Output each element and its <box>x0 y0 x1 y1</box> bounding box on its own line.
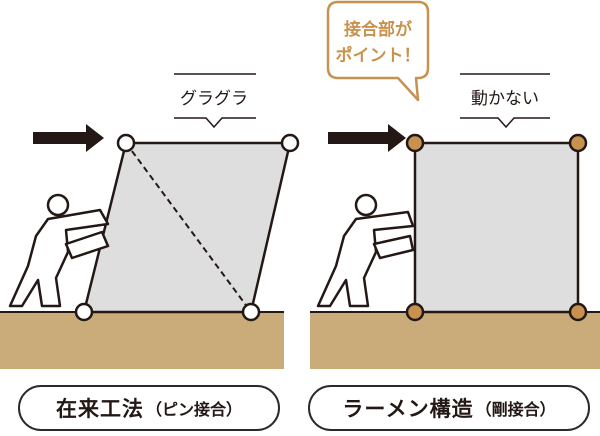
caption-left-sub: （ピン接合） <box>145 400 242 419</box>
ground-right <box>310 312 600 369</box>
callout-left-text: グラグラ <box>180 89 248 109</box>
callout-left: グラグラ <box>174 73 256 129</box>
racked-wall <box>82 141 292 314</box>
speech-balloon: 接合部が ポイント！ <box>326 0 430 102</box>
rigid-joint-bottom-left <box>405 302 425 322</box>
person-pushing-left <box>8 193 110 308</box>
callout-right-text: 動かない <box>471 89 539 109</box>
push-arrow-left <box>33 124 104 152</box>
rigid-joint-top-right <box>568 133 588 153</box>
pin-joint-bottom-right <box>241 302 261 322</box>
left-panel: グラグラ <box>8 73 300 322</box>
balloon-line2: ポイント！ <box>336 45 421 66</box>
caption-right-main: ラーメン構造 <box>342 397 474 421</box>
brace-dashed <box>125 142 252 313</box>
pin-joint-top-right <box>280 133 300 153</box>
balloon-line1: 接合部が <box>344 19 412 40</box>
rigid-joint-top-left <box>405 133 425 153</box>
caption-left-main: 在来工法 <box>55 397 144 421</box>
pin-joint-bottom-left <box>74 302 94 322</box>
callout-right: 動かない <box>460 73 550 129</box>
caption-right-sub: （剛接合） <box>475 400 556 419</box>
rigid-wall <box>413 141 580 314</box>
rigid-joint-bottom-right <box>568 302 588 322</box>
person-pushing-right <box>316 193 415 308</box>
right-panel: 動かない 接合部が ポイント！ <box>316 0 588 322</box>
caption-left: 在来工法（ピン接合） <box>18 385 280 431</box>
caption-right: ラーメン構造（剛接合） <box>308 385 590 431</box>
push-arrow-right <box>328 124 406 152</box>
ground-left <box>0 312 284 369</box>
pin-joint-top-left <box>116 133 136 153</box>
